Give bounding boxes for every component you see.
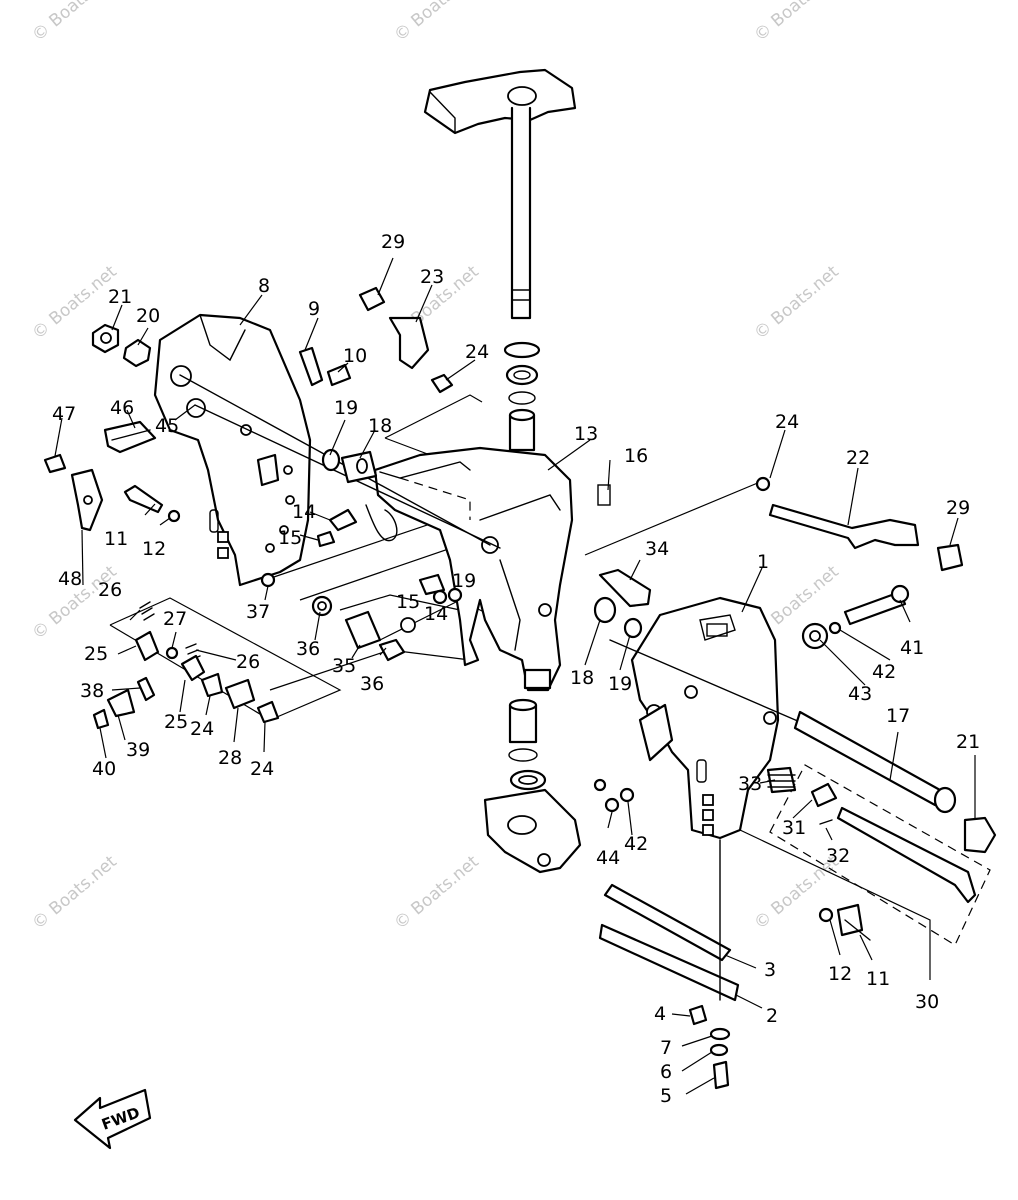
callout-43: 43: [848, 683, 872, 705]
callout-12: 12: [828, 963, 852, 985]
callout-13: 13: [574, 423, 598, 445]
right-small-parts: [593, 476, 910, 941]
callout-21: 21: [108, 286, 132, 308]
bottom-plates: [598, 839, 740, 1090]
callout-15: 15: [396, 591, 420, 613]
callout-36: 36: [360, 673, 384, 695]
callout-46: 46: [110, 397, 134, 419]
callout-11: 11: [104, 528, 128, 550]
callout-18: 18: [570, 667, 594, 689]
callout-19: 19: [608, 673, 632, 695]
callout-15: 15: [278, 527, 302, 549]
callout-24: 24: [250, 758, 274, 780]
callout-25: 25: [84, 643, 108, 665]
callout-32: 32: [826, 845, 850, 867]
callout-6: 6: [660, 1061, 672, 1083]
callout-48: 48: [58, 568, 82, 590]
callout-23: 23: [420, 266, 444, 288]
callout-14: 14: [292, 501, 316, 523]
callout-38: 38: [80, 680, 104, 702]
callout-14: 14: [424, 603, 448, 625]
callout-29: 29: [381, 231, 405, 253]
callout-labels: 1 2 3 4 5 6 7 8 9 10 11 11 11 12 12 13 1…: [52, 231, 980, 1107]
callout-5: 5: [660, 1085, 672, 1107]
watermark: © Boats.net: [28, 0, 121, 46]
callout-39: 39: [126, 739, 150, 761]
callout-44: 44: [596, 847, 620, 869]
callout-1: 1: [757, 551, 769, 573]
callout-20: 20: [136, 305, 160, 327]
watermark: © Boats.net: [28, 852, 121, 934]
callout-33: 33: [738, 773, 762, 795]
watermark: © Boats.net: [390, 852, 483, 934]
callout-41: 41: [900, 637, 924, 659]
callout-8: 8: [258, 275, 270, 297]
callout-16: 16: [624, 445, 648, 467]
watermark: © Boats.net: [390, 0, 483, 46]
callout-19: 19: [452, 570, 476, 592]
swivel-bracket: [373, 446, 574, 692]
trim-rod-assembly: [810, 782, 977, 904]
callout-25: 25: [164, 711, 188, 733]
group-30-outline: [769, 764, 991, 946]
callout-45: 45: [155, 415, 179, 437]
callout-24: 24: [775, 411, 799, 433]
callout-2: 2: [766, 1005, 778, 1027]
callout-3: 3: [764, 959, 776, 981]
callout-42: 42: [872, 661, 896, 683]
callout-24: 24: [465, 341, 489, 363]
callout-12: 12: [142, 538, 166, 560]
fwd-arrow-icon: FWD: [73, 1088, 152, 1150]
callout-34: 34: [645, 538, 669, 560]
callout-11: 11: [866, 968, 890, 990]
callout-24: 24: [190, 718, 214, 740]
callout-10: 10: [343, 345, 367, 367]
callout-42: 42: [624, 833, 648, 855]
callout-29: 29: [946, 497, 970, 519]
callout-26: 26: [98, 579, 122, 601]
callout-9: 9: [308, 298, 320, 320]
watermark: © Boats.net: [750, 262, 843, 344]
left-small-parts: [43, 286, 652, 730]
callout-leaders: [54, 257, 976, 1095]
right-clamp-bracket: [630, 596, 780, 840]
callout-30: 30: [915, 991, 939, 1013]
callout-26: 26: [236, 651, 260, 673]
callout-35: 35: [332, 655, 356, 677]
callout-36: 36: [296, 638, 320, 660]
callout-22: 22: [846, 447, 870, 469]
watermark: © Boats.net: [750, 0, 843, 46]
callout-40: 40: [92, 758, 116, 780]
callout-21: 21: [956, 731, 980, 753]
callout-4: 4: [654, 1003, 666, 1025]
callout-19: 19: [334, 397, 358, 419]
steering-bracket: [423, 68, 577, 320]
callout-37: 37: [246, 601, 270, 623]
callout-28: 28: [218, 747, 242, 769]
callout-7: 7: [660, 1037, 672, 1059]
lower-bushings: [483, 698, 582, 874]
callout-31: 31: [782, 817, 806, 839]
callout-27: 27: [163, 608, 187, 630]
callout-47: 47: [52, 403, 76, 425]
callout-18: 18: [368, 415, 392, 437]
callout-17: 17: [886, 705, 910, 727]
